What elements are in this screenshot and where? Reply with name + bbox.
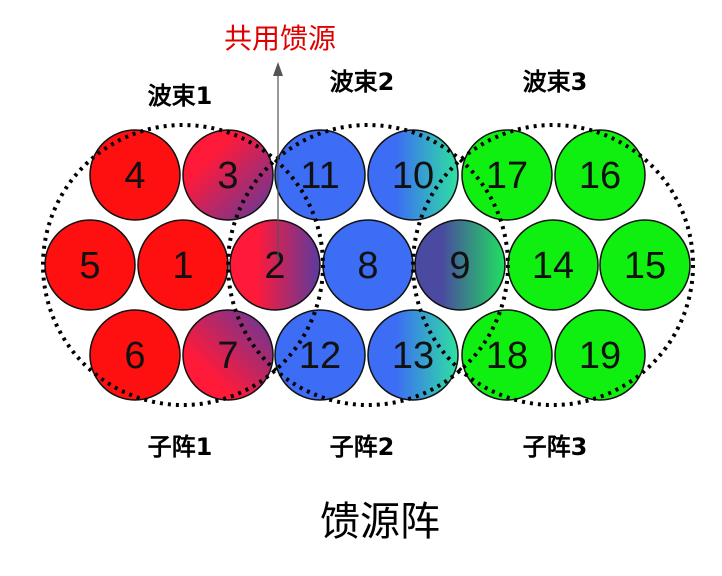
- feed-13: 13: [367, 309, 459, 401]
- feed-number: 9: [449, 245, 470, 287]
- feed-2: 2: [229, 219, 321, 311]
- feed-circle: [137, 219, 229, 311]
- feed-number: 5: [79, 245, 100, 287]
- feed-number: 10: [392, 155, 434, 197]
- feed-number: 4: [124, 155, 145, 197]
- feed-circle: [367, 309, 459, 401]
- feed-7: 7: [182, 309, 274, 401]
- feed-5: 5: [44, 219, 136, 311]
- feed-number: 15: [624, 245, 666, 287]
- arrow-head-icon: [273, 62, 283, 76]
- feed-15: 15: [599, 219, 691, 311]
- beam-3-outline: [411, 123, 695, 407]
- feed-number: 2: [264, 245, 285, 287]
- feed-number: 17: [486, 155, 528, 197]
- feed-number: 6: [124, 335, 145, 377]
- feed-circle: [274, 309, 366, 401]
- feed-9: 9: [414, 219, 506, 311]
- feed-circle: [229, 219, 321, 311]
- feed-number: 3: [217, 155, 238, 197]
- feed-number: 11: [300, 155, 339, 197]
- feed-number: 18: [486, 335, 528, 377]
- feed-number: 1: [172, 245, 193, 287]
- feed-number: 16: [579, 155, 621, 197]
- diagram-title: 馈源阵: [320, 499, 440, 545]
- feed-circle: [89, 129, 181, 221]
- feed-circle: [367, 129, 459, 221]
- beam-1-label: 波束1: [148, 82, 213, 110]
- feed-number: 7: [217, 335, 238, 377]
- beam-2-outline: [226, 123, 510, 407]
- feed-circle: [554, 129, 646, 221]
- feed-12: 12: [274, 309, 366, 401]
- beam-2-label: 波束2: [330, 68, 395, 96]
- beam-1-outline: [41, 123, 325, 407]
- feed-circle: [554, 309, 646, 401]
- feed-number: 12: [299, 335, 341, 377]
- feed-circle: [274, 129, 366, 221]
- feed-14: 14: [507, 219, 599, 311]
- feed-16: 16: [554, 129, 646, 221]
- feed-4: 4: [89, 129, 181, 221]
- feed-number: 13: [392, 335, 434, 377]
- feed-number: 14: [532, 245, 574, 287]
- feed-number: 19: [579, 335, 621, 377]
- feed-19: 19: [554, 309, 646, 401]
- feed-17: 17: [461, 129, 553, 221]
- feed-circle: [89, 309, 181, 401]
- beam-3-label: 波束3: [523, 68, 588, 96]
- feed-8: 8: [322, 219, 414, 311]
- feed-1: 1: [137, 219, 229, 311]
- subarray-2-label: 子阵2: [330, 433, 395, 461]
- feed-circle: [461, 309, 553, 401]
- shared-feed-label: 共用馈源: [224, 22, 336, 55]
- beam-outlines: [41, 123, 695, 407]
- subarray-1-label: 子阵1: [148, 433, 213, 461]
- feed-11: 11: [274, 129, 366, 221]
- feed-circle: [414, 219, 506, 311]
- feed-circle: [182, 129, 274, 221]
- feed-circle: [44, 219, 136, 311]
- feed-6: 6: [89, 309, 181, 401]
- subarray-3-label: 子阵3: [523, 433, 588, 461]
- feed-18: 18: [461, 309, 553, 401]
- feed-10: 10: [367, 129, 459, 221]
- feed-circle: [599, 219, 691, 311]
- feed-circle: [182, 309, 274, 401]
- feed-number: 8: [357, 245, 378, 287]
- feed-3: 3: [182, 129, 274, 221]
- feed-circle: [461, 129, 553, 221]
